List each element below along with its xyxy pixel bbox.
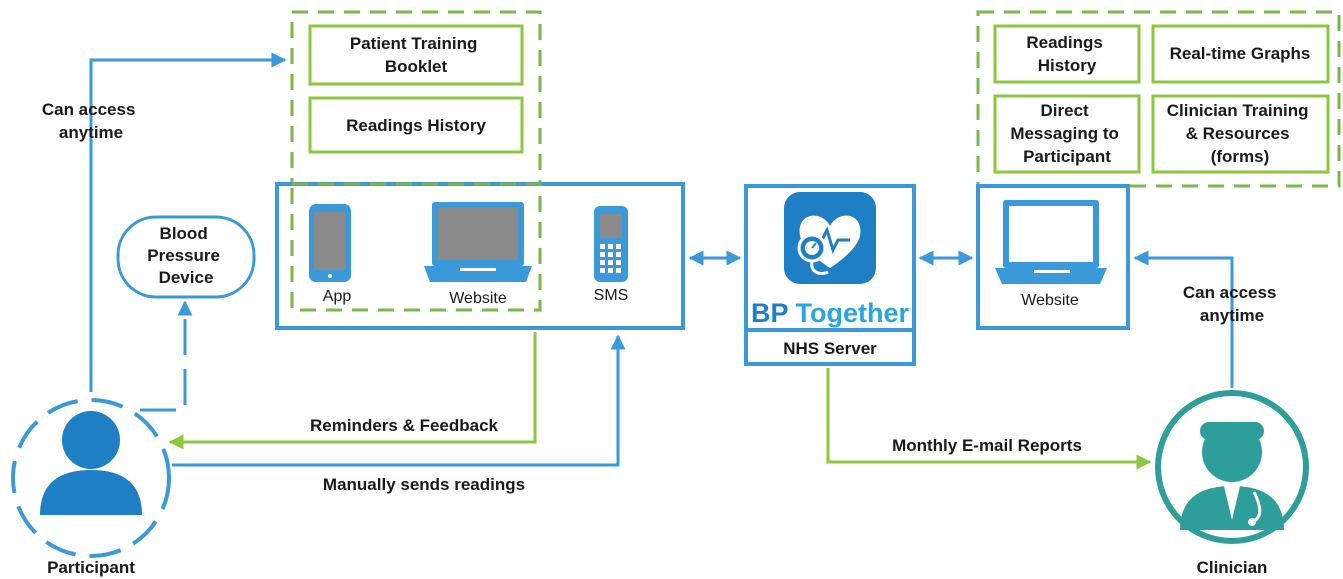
clinician-access-label: Can access anytime [1183, 283, 1281, 325]
app-label: App [323, 288, 352, 305]
monthly-reports-label: Monthly E-mail Reports [892, 436, 1082, 455]
connectors [89, 52, 1234, 470]
clinician-feature-training-label: Clinician Training & Resources (forms) [1167, 101, 1313, 166]
clinician-access-arrow [1133, 250, 1234, 388]
server-label: NHS Server [783, 339, 877, 358]
clinician: Clinician [1155, 390, 1309, 577]
participant: Participant [11, 398, 171, 577]
patient-feature-booklet: Patient Training Booklet [308, 24, 524, 86]
bp-together-logo [784, 192, 876, 284]
clinician-feature-messaging: Direct Messaging to Participant [993, 94, 1141, 174]
reminders-arrow [168, 332, 537, 450]
reminders-label: Reminders & Feedback [310, 416, 499, 435]
clinician-website: Website [976, 184, 1130, 330]
clinician-feature-training: Clinician Training & Resources (forms) [1151, 94, 1330, 174]
clinician-feature-graphs-label: Real-time Graphs [1170, 44, 1311, 63]
website-label: Website [449, 290, 507, 307]
tablet-icon [309, 204, 351, 282]
patient-feature-booklet-line1: Patient Training Booklet [350, 34, 482, 76]
clinician-label: Clinician [1197, 558, 1268, 577]
participant-label: Participant [47, 558, 135, 577]
clinician-feature-graphs: Real-time Graphs [1151, 24, 1330, 84]
doctor-icon [1180, 422, 1284, 530]
laptop-icon [424, 202, 532, 282]
participant-access-label: Can access anytime [42, 100, 140, 142]
clinician-features-group [976, 10, 1341, 188]
website-channel: Website [424, 202, 532, 307]
manual-readings-arrow [172, 334, 626, 467]
clinician-feature-history-label: Readings History [1026, 33, 1107, 75]
app-channel: App [309, 204, 351, 305]
sms-channel: SMS [594, 206, 629, 304]
patient-feature-history-label: Readings History [346, 116, 486, 135]
monthly-reports-arrow [826, 368, 1152, 470]
bp-together-wordmark: BP Together [751, 298, 910, 328]
mobile-phone-icon [594, 206, 628, 282]
clinician-website-label: Website [1021, 292, 1079, 309]
sms-label: SMS [594, 287, 629, 304]
nhs-server: BP Together NHS Server [744, 184, 916, 366]
blood-pressure-device-label: Blood Pressure Device [147, 224, 225, 287]
patient-channels-dash-overlay [290, 182, 542, 312]
clinician-feature-history: Readings History [993, 24, 1141, 84]
participant-access-arrow [89, 52, 287, 392]
patient-feature-history: Readings History [308, 96, 524, 154]
device-arrow [140, 300, 193, 412]
clinician-feature-messaging-label: Direct Messaging to Participant [1010, 101, 1123, 166]
laptop-icon [995, 200, 1107, 284]
manual-readings-label: Manually sends readings [323, 475, 525, 494]
blood-pressure-device: Blood Pressure Device [116, 215, 256, 299]
patient-features-group [290, 10, 542, 312]
person-icon [40, 411, 142, 515]
